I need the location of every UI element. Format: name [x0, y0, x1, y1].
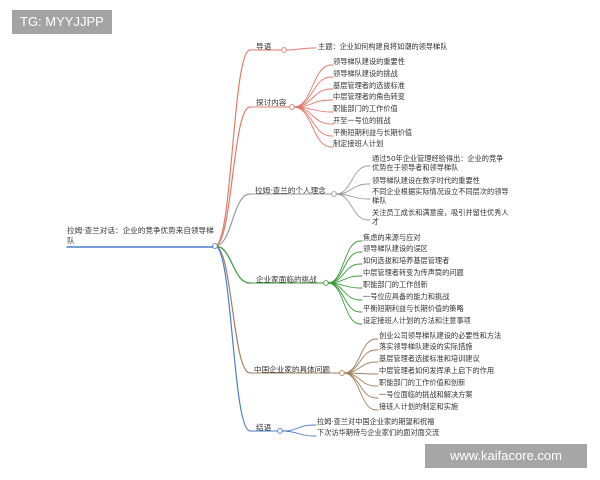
leaf-problems-6: 接班人计划的制定和实施: [379, 402, 459, 411]
connector-explore-1: [293, 76, 332, 108]
leaf-challenges-2: 如何选拔和培养基层管理者: [363, 256, 450, 265]
branch-ideas[interactable]: 拉姆·查兰的个人理念: [255, 186, 326, 195]
leaf-ideas-1: 领导梯队建设在数字时代的重要性: [372, 176, 480, 185]
leaf-explore-3: 中层管理者的角色转变: [333, 92, 405, 101]
leaf-ideas-3: 关注员工成长和满意度，吸引并留住优秀人才: [372, 208, 509, 226]
branch-explore[interactable]: 探讨内容: [256, 98, 287, 107]
leaf-ideas-0: 通过50年企业管理经验得出：企业的竞争优势在于领导者和领导梯队: [372, 154, 504, 172]
leaf-problems-5: 一号位面临的挑战和解决方案: [379, 390, 473, 399]
leaf-challenges-6: 平衡短期利益与长期价值的策略: [363, 304, 464, 313]
leaf-problems-0: 创业公司领导梯队建设的必要性和方法: [379, 331, 502, 340]
node-root: [212, 243, 218, 249]
connector-problems-1: [343, 349, 377, 374]
leaf-conclusion-1: 下次访华期待与企业家们的面对面交流: [317, 428, 440, 437]
connector-root-intro: [214, 49, 251, 247]
connector-ideas-1: [335, 183, 369, 195]
connector-conclusion-1: [281, 430, 315, 437]
connector-problems-4: [343, 372, 377, 387]
connector-ideas-3: [335, 193, 369, 221]
leaf-explore-6: 平衡短期利益与长期价值: [333, 128, 413, 137]
connector-explore-0: [293, 64, 332, 108]
connector-root-problems: [214, 245, 251, 374]
connector-explore-7: [293, 106, 332, 148]
watermark-top: TG: MYYJJPP: [12, 10, 112, 34]
connector-root-ideas: [214, 193, 251, 247]
branch-intro[interactable]: 导语: [256, 42, 272, 51]
leaf-explore-2: 基层管理者的选拔标准: [333, 81, 405, 90]
connector-root-conclusion: [214, 245, 251, 432]
leaf-challenges-1: 领导梯队建设的误区: [363, 244, 428, 253]
root-topic[interactable]: 拉姆·查兰对话：企业的竞争优势来自领导梯队: [67, 226, 214, 245]
connector-ideas-0: [335, 165, 369, 195]
leaf-problems-4: 职能部门的工作价值和创新: [379, 378, 466, 387]
leaf-challenges-0: 焦虑的来源与应对: [363, 233, 421, 242]
leaf-problems-1: 落实领导梯队建设的实际措施: [379, 342, 473, 351]
leaf-ideas-2: 不同企业根据实际情况设立不同层次的领导梯队: [372, 187, 509, 205]
connector-root-challenges: [214, 245, 251, 284]
leaf-challenges-4: 职能部门的工作创新: [363, 280, 428, 289]
watermark-bottom: www.kaifacore.com: [425, 444, 587, 468]
leaf-explore-7: 制定接班人计划: [333, 139, 384, 148]
leaf-explore-4: 职能部门的工作价值: [333, 104, 398, 113]
connector-root-explore: [214, 106, 251, 247]
connector-problems-6: [343, 372, 377, 411]
leaf-challenges-5: 一号位应具备的能力和挑战: [363, 292, 450, 301]
leaf-challenges-3: 中层管理者转变为传声筒的问题: [363, 268, 464, 277]
branch-conclusion[interactable]: 结语: [256, 423, 272, 432]
leaf-explore-0: 领导梯队建设的重要性: [333, 57, 405, 66]
leaf-explore-5: 开至一号位的挑战: [333, 116, 391, 125]
connector-challenges-7: [327, 282, 361, 325]
connector-challenges-1: [327, 251, 361, 284]
leaf-problems-2: 基层管理者选拔标准和培训建议: [379, 354, 480, 363]
connector-conclusion-0: [281, 424, 315, 432]
leaf-explore-1: 领导梯队建设的挑战: [333, 69, 398, 78]
branch-challenges[interactable]: 企业家面临的挑战: [256, 275, 317, 284]
connector-intro-0: [285, 47, 315, 51]
leaf-conclusion-0: 拉姆·查兰对中国企业家的期望和祝福: [317, 417, 435, 426]
leaf-problems-3: 中层管理者如何发挥承上启下的作用: [379, 366, 495, 375]
leaf-challenges-7: 设定接班人计划的方法和注意事项: [363, 316, 471, 325]
leaf-intro-0: 主题：企业如何构建良将如潮的领导梯队: [318, 42, 448, 51]
branch-problems[interactable]: 中国企业家的具体问题: [254, 365, 330, 374]
